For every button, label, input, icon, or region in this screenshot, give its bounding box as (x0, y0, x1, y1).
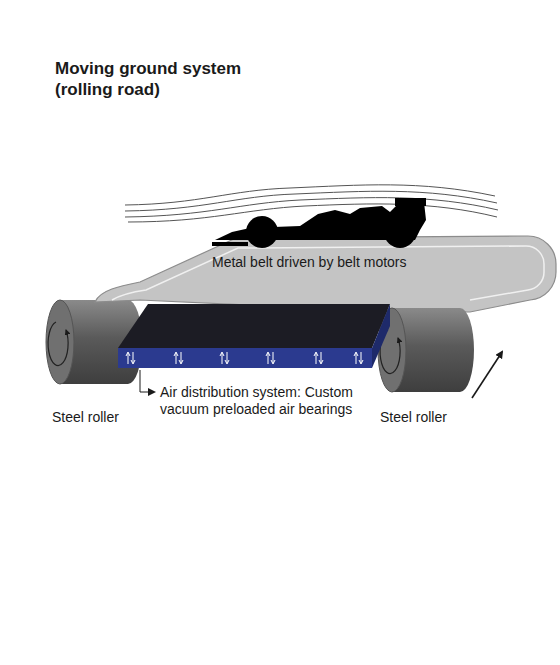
front-wheel (246, 216, 278, 248)
air-arrow (314, 352, 318, 364)
steel-roller (378, 308, 474, 392)
air-arrow (179, 352, 183, 364)
diagram-title: Moving ground system (rolling road) (55, 58, 255, 100)
rear-wheel (384, 216, 416, 248)
belt-direction-arrow (472, 352, 502, 398)
air-arrow (354, 352, 358, 364)
roller-end (46, 300, 74, 384)
air-arrow (131, 352, 135, 364)
airflow-line (125, 191, 497, 211)
race-car-silhouette (212, 198, 426, 248)
part-label: Steel roller (380, 409, 447, 426)
air-arrow (126, 352, 130, 364)
bearing-top (118, 304, 390, 348)
air-arrow (266, 352, 270, 364)
bearing-front (118, 348, 372, 368)
rotation-arrow (48, 322, 68, 366)
airflow-lines (125, 185, 498, 222)
metal-belt (95, 236, 556, 312)
air-arrow (220, 352, 224, 364)
belt-label: Metal belt driven by belt motors (212, 254, 532, 271)
air-flow-arrows (126, 352, 363, 364)
part-label: Steel roller (52, 409, 119, 426)
callout-leader (140, 370, 154, 392)
belt-highlight (112, 246, 544, 300)
air-arrow (271, 352, 275, 364)
belt-band: Metal belt driven by belt motors (212, 254, 532, 280)
air-arrow (225, 352, 229, 364)
air-bearing-block (118, 304, 390, 368)
airflow-line (125, 185, 495, 205)
rear-wing (395, 198, 426, 206)
air-arrow (359, 352, 363, 364)
air-arrow (174, 352, 178, 364)
bearing-side (372, 304, 390, 368)
callout-text: Air distribution system: Custom vacuum p… (160, 384, 365, 418)
front-wing (212, 242, 248, 246)
air-arrow (319, 352, 323, 364)
